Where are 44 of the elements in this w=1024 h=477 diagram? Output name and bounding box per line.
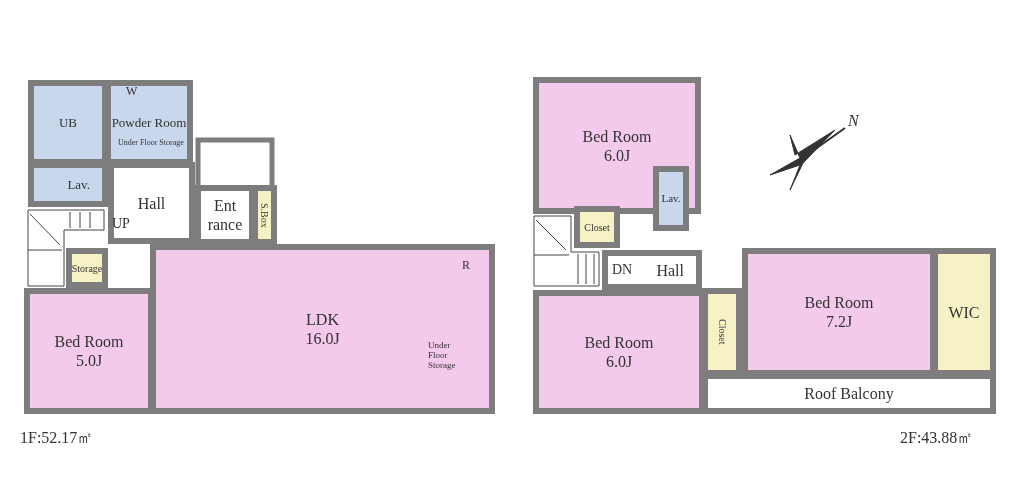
living-dining-kitchen: [150, 244, 495, 414]
note-label: Under Floor Storage: [118, 138, 184, 147]
room-label: 5.0J: [75, 351, 103, 370]
bedroom: [533, 77, 701, 214]
room-label: Ent rance: [206, 196, 244, 234]
closet: [574, 206, 620, 248]
room-label: WIC: [948, 302, 980, 322]
storage: [66, 248, 108, 288]
room-label: 16.0J: [305, 329, 340, 348]
toilet-room: [653, 166, 689, 231]
room-label: 6.0J: [603, 145, 631, 165]
powder-room: [105, 80, 193, 165]
hallway: [602, 250, 702, 290]
room-label: Bed Room: [584, 333, 654, 352]
room-label: Bed Room: [582, 126, 652, 146]
room-label: UB: [58, 114, 78, 132]
note-label: R: [462, 258, 470, 273]
room-label: S.Box: [258, 202, 271, 228]
room-label: Powder Room: [111, 114, 187, 132]
room-label: Storage: [71, 261, 103, 276]
room-label: Closet: [715, 319, 729, 345]
toilet-room: [28, 162, 108, 207]
shoe-box: [252, 185, 277, 245]
compass-label: N: [848, 112, 859, 130]
bathroom: [28, 80, 108, 165]
closet: [702, 288, 742, 376]
floor-area-label: 1F:52.17㎡: [20, 428, 94, 448]
room-label: 7.2J: [825, 312, 853, 331]
room-label: Lav.: [661, 191, 681, 206]
room-label: Roof Balcony: [804, 384, 894, 403]
room-label: Closet: [584, 220, 610, 235]
room-label: 6.0J: [605, 352, 633, 371]
note-label: W: [126, 84, 138, 99]
room-label: Lav.: [67, 176, 90, 194]
room-label: Bed Room: [54, 332, 124, 351]
room-label: LDK: [306, 310, 339, 329]
room-label: Bed Room: [804, 293, 874, 312]
stair-label: DN: [612, 262, 633, 278]
roof-balcony: [702, 373, 996, 414]
note-label: Under Floor Storage: [428, 340, 457, 370]
bedroom: [533, 290, 705, 414]
floor-area-label: 2F:43.88㎡: [900, 428, 974, 448]
room-label: Hall: [656, 260, 684, 280]
room-label: Hall: [137, 193, 166, 213]
